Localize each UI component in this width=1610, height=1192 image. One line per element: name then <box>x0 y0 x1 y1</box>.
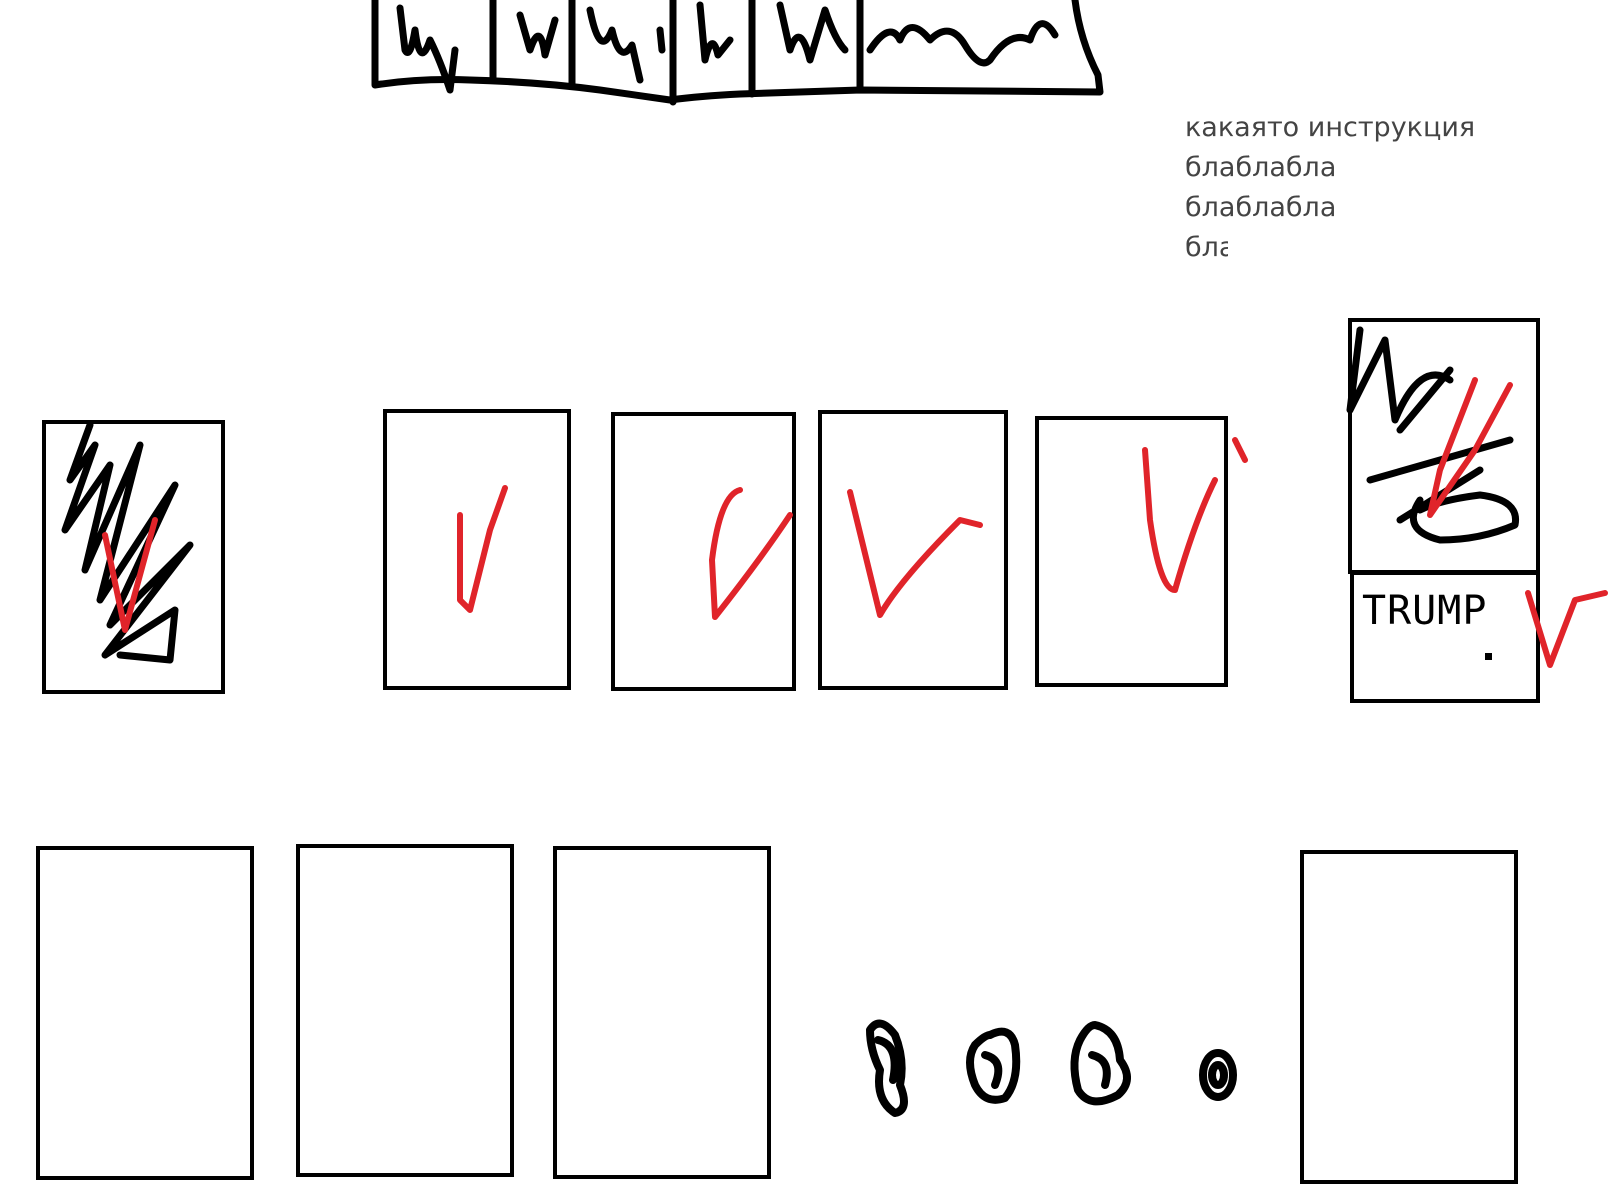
instruction-line-4: бла <box>1185 232 1236 263</box>
token-3 <box>1070 1021 1131 1106</box>
bottom-slot-1[interactable] <box>36 846 254 1180</box>
label-dot <box>1485 653 1492 660</box>
check-mark-right-card <box>1427 377 1513 518</box>
token-1 <box>866 1019 908 1117</box>
check-mark-label <box>1525 590 1608 668</box>
instructions-text: какаято инструкция блаблабла блаблабла б… <box>1185 108 1475 268</box>
instruction-line-3: блаблабла <box>1185 192 1337 223</box>
right-card-scribble <box>1346 326 1520 544</box>
token-2 <box>966 1027 1021 1104</box>
instruction-line-2: блаблабла <box>1185 152 1337 183</box>
check-mark-1 <box>457 485 508 613</box>
check-mark-3 <box>847 489 983 618</box>
card-slot-1[interactable] <box>383 409 571 690</box>
bottom-slot-3[interactable] <box>553 846 771 1179</box>
card-slot-3[interactable] <box>818 410 1008 690</box>
token-4 <box>1199 1049 1237 1101</box>
bottom-slot-right[interactable] <box>1300 850 1518 1184</box>
check-mark-left <box>102 517 158 633</box>
text-erase-mask <box>1228 228 1298 268</box>
check-mark-2 <box>709 487 793 620</box>
card-slot-4[interactable] <box>1035 416 1228 687</box>
card-label-box[interactable] <box>1350 571 1540 703</box>
left-card-scribble <box>61 421 194 664</box>
instruction-line-1: какаято инструкция <box>1185 112 1476 143</box>
check-mark-4 <box>1142 437 1248 593</box>
card-label-text: TRUMP <box>1362 588 1488 634</box>
bottom-slot-2[interactable] <box>296 844 514 1177</box>
